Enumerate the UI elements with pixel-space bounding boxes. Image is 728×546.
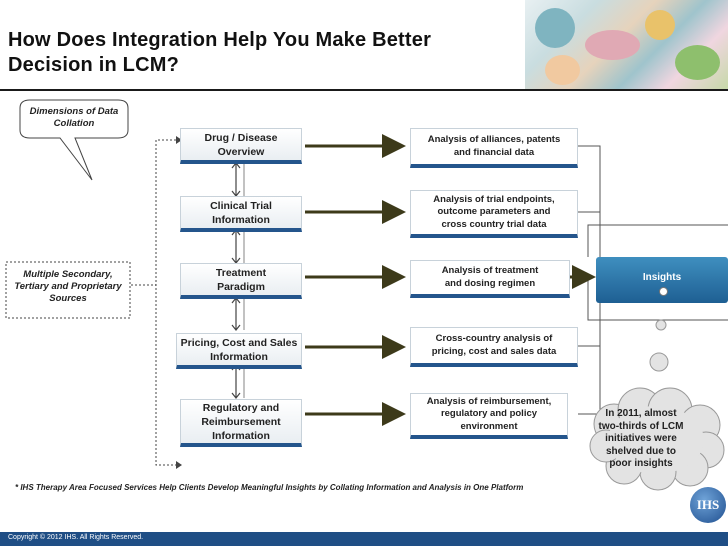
dimension-box-regulatory: Regulatory and Reimbursement Information <box>180 399 302 447</box>
box-line: Information <box>210 350 268 363</box>
insights-dot <box>659 287 668 296</box>
header-photo <box>525 0 728 90</box>
analysis-box-treatment: Analysis of treatment and dosing regimen <box>410 260 570 298</box>
thought-dot <box>655 319 667 331</box>
analysis-line: and dosing regimen <box>444 277 536 289</box>
page-title: How Does Integration Help You Make Bette… <box>8 28 518 78</box>
box-line: Reimbursement <box>201 415 281 428</box>
box-line: Information <box>212 429 270 442</box>
cloud-line: two-thirds of LCM <box>598 420 684 432</box>
box-line: Information <box>212 213 270 226</box>
ihs-logo: IHS <box>690 487 726 523</box>
analysis-line: outcome parameters and <box>437 206 551 218</box>
box-line: Paradigm <box>217 280 265 293</box>
sources-line-2: Tertiary and Proprietary <box>14 281 122 292</box>
connector <box>578 346 601 415</box>
analysis-line: Analysis of treatment <box>441 265 539 276</box>
double-arrow <box>231 229 241 264</box>
double-arrow <box>231 297 241 331</box>
double-arrow <box>231 162 241 197</box>
cloud-callout: In 2011, almost two-thirds of LCM initia… <box>598 408 684 471</box>
insights-label: Insights <box>642 272 682 283</box>
dimensions-callout: Dimensions of Data Collation <box>22 106 126 130</box>
analysis-line: environment <box>460 420 518 432</box>
connector <box>578 145 601 258</box>
bracket-arrow <box>176 136 182 144</box>
photo-shape <box>675 45 720 80</box>
insights-box: Insights <box>596 257 728 303</box>
title-line-1: How Does Integration Help You Make Bette… <box>8 29 432 51</box>
analysis-box-reimbursement: Analysis of reimbursement, regulatory an… <box>410 393 568 439</box>
box-line: Regulatory and <box>202 401 280 414</box>
cloud-line: initiatives were <box>605 433 677 444</box>
sources-line-3: Sources <box>49 293 87 304</box>
box-line: Drug / Disease <box>204 131 278 144</box>
analysis-box-alliances: Analysis of alliances, patents and finan… <box>410 128 578 168</box>
cloud-shape <box>589 319 725 491</box>
copyright-bar <box>0 532 728 546</box>
bracket-arrow <box>176 461 182 469</box>
analysis-line: and financial data <box>453 146 535 158</box>
connector <box>578 303 601 347</box>
thought-dot <box>649 352 669 372</box>
sources-line-1: Multiple Secondary, <box>23 269 113 280</box>
box-line: Overview <box>217 145 265 158</box>
box-line: Treatment <box>215 266 267 279</box>
analysis-line: cross country trial data <box>441 218 547 230</box>
analysis-line: pricing, cost and sales data <box>431 345 557 357</box>
cloud-line: poor insights <box>609 458 673 469</box>
analysis-box-pricing: Cross-country analysis of pricing, cost … <box>410 327 578 367</box>
dimensions-callout-line-2: Collation <box>53 118 95 129</box>
double-arrows <box>231 162 245 399</box>
copyright-text: Copyright © 2012 IHS. All Rights Reserve… <box>8 534 144 541</box>
title-divider <box>0 89 728 91</box>
dimension-box-drug-disease: Drug / Disease Overview <box>180 128 302 164</box>
cloud-line: In 2011, almost <box>605 408 677 419</box>
dimension-box-clinical-trial: Clinical Trial Information <box>180 196 302 232</box>
cloud-line: shelved due to <box>605 445 676 457</box>
analysis-line: regulatory and policy <box>440 408 538 420</box>
flow-arrows <box>305 134 406 426</box>
analysis-line: Cross-country analysis of <box>435 333 553 344</box>
callout-bubble <box>19 99 129 181</box>
callout-bubble-shape <box>19 99 129 181</box>
box-line: Pricing, Cost and Sales <box>180 336 298 349</box>
logo-text: IHS <box>696 497 720 512</box>
analysis-box-trial-endpoints: Analysis of trial endpoints, outcome par… <box>410 190 578 238</box>
analysis-line: Analysis of reimbursement, <box>426 395 552 407</box>
box-line: Clinical Trial <box>210 199 272 212</box>
footnote: * IHS Therapy Area Focused Services Help… <box>15 483 524 492</box>
sources-box-outline <box>5 261 131 319</box>
photo-shape <box>545 55 580 85</box>
analysis-line: Analysis of trial endpoints, <box>433 193 555 205</box>
sources-label: Multiple Secondary, Tertiary and Proprie… <box>6 269 130 305</box>
dimension-box-pricing: Pricing, Cost and Sales Information <box>176 333 302 369</box>
photo-shape <box>535 8 575 48</box>
cloud-body <box>608 406 704 474</box>
analysis-line: Analysis of alliances, patents <box>427 134 561 145</box>
photo-shape <box>585 30 640 60</box>
connector <box>587 224 728 257</box>
title-line-2: Decision in LCM? <box>8 54 179 76</box>
double-arrow <box>231 364 241 399</box>
dimension-box-treatment: Treatment Paradigm <box>180 263 302 299</box>
bracket-line <box>155 139 180 466</box>
dimensions-callout-line-1: Dimensions of Data <box>29 106 119 117</box>
photo-shape <box>645 10 675 40</box>
